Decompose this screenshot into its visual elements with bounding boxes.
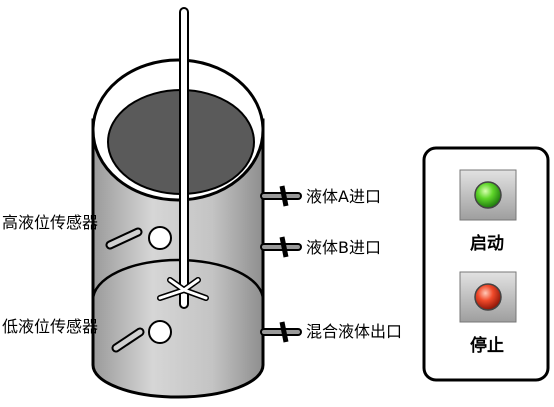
- inlet-b-valve: [260, 236, 302, 258]
- low-sensor-label: 低液位传感器: [2, 317, 99, 336]
- high-sensor-label: 高液位传感器: [2, 213, 99, 232]
- control-panel: [422, 146, 550, 382]
- stop-button-label: 停止: [470, 336, 504, 356]
- stop-indicator-light: [474, 283, 502, 311]
- inlet-b-label: 液体B进口: [306, 238, 381, 257]
- inlet-a-valve: [260, 185, 302, 207]
- high-level-sensor: [105, 226, 172, 250]
- start-indicator-light: [474, 181, 502, 209]
- start-button[interactable]: [459, 169, 517, 221]
- stop-button[interactable]: [459, 271, 517, 323]
- outlet-label: 混合液体出口: [306, 322, 403, 341]
- low-level-sensor: [111, 320, 172, 353]
- agitator: [157, 7, 209, 309]
- tank: [91, 58, 265, 399]
- start-button-label: 启动: [470, 234, 504, 254]
- inlet-a-label: 液体A进口: [306, 187, 381, 206]
- outlet-valve: [260, 321, 302, 343]
